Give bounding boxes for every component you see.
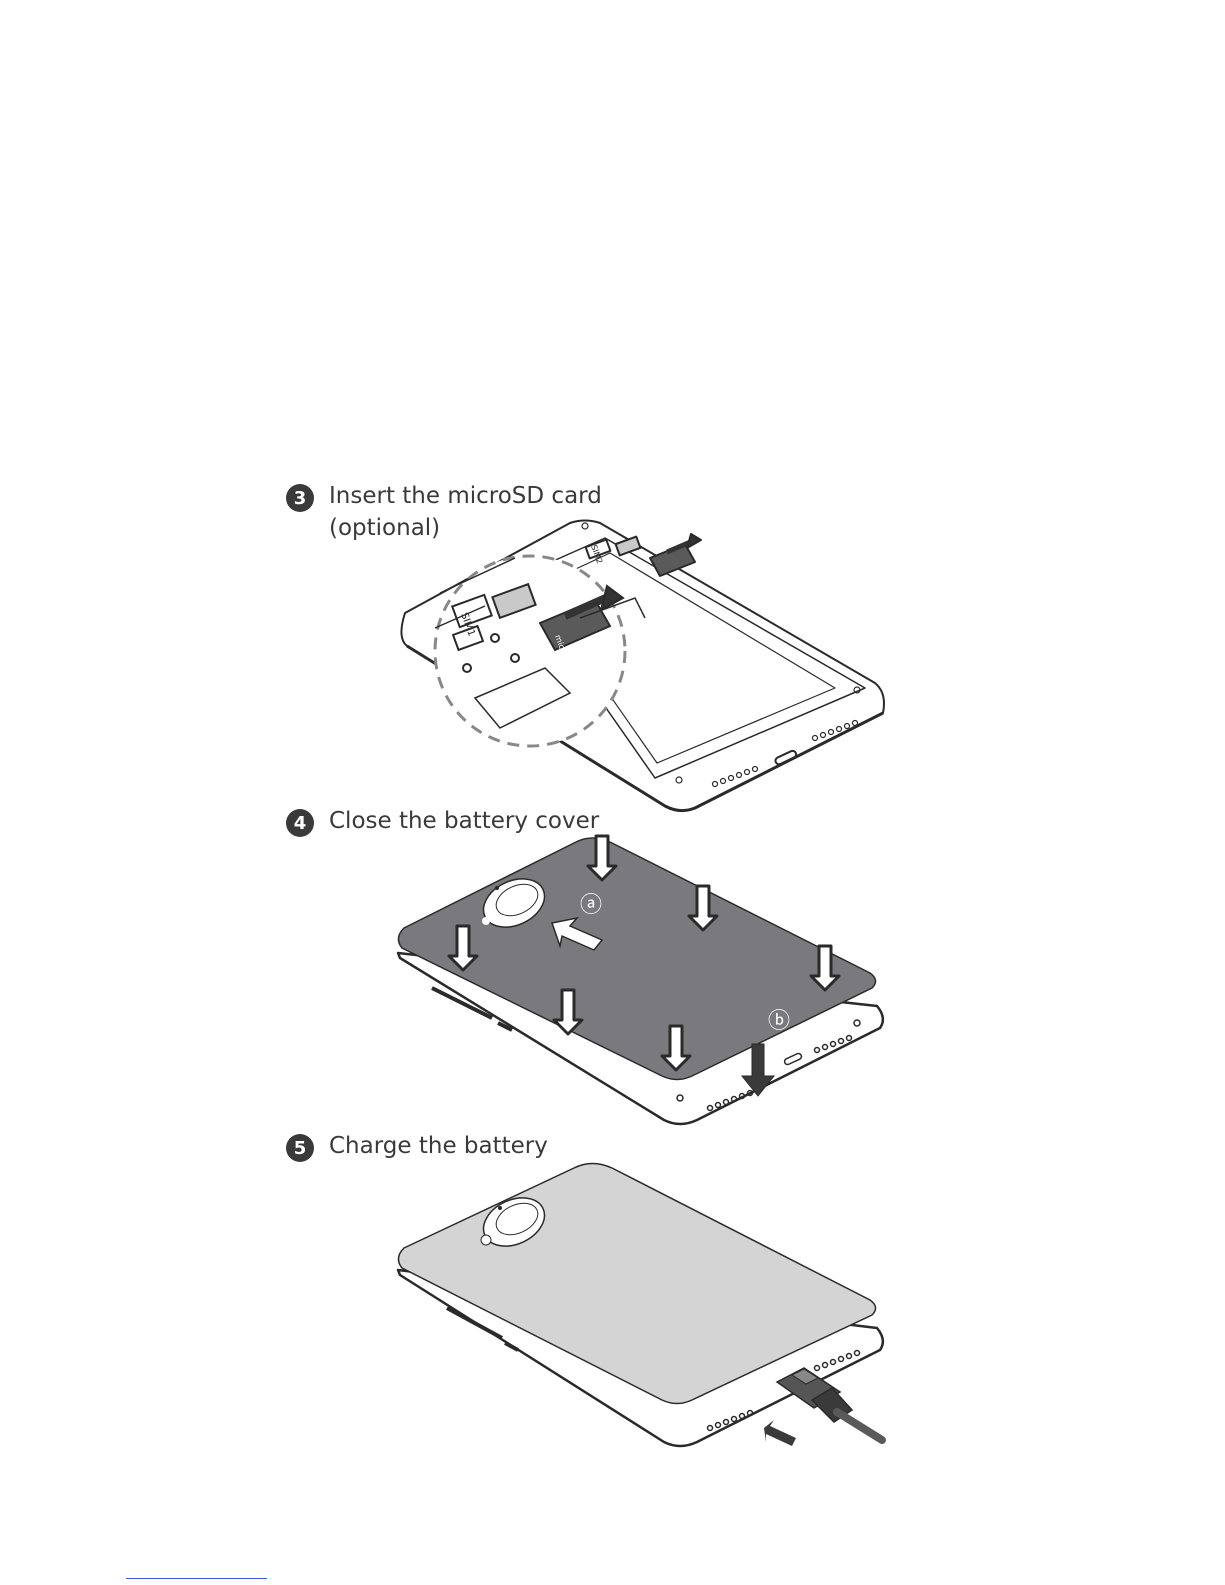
step-3-line-1: Insert the microSD card xyxy=(329,480,602,512)
step-number-badge: 5 xyxy=(286,1134,314,1162)
microsd-insert-illustration: SIM1 SIM2 micro SD xyxy=(395,518,895,813)
battery-cover-illustration: ⓐ ⓑ xyxy=(392,828,892,1133)
charging-illustration xyxy=(392,1160,892,1460)
marker-b-label: ⓑ xyxy=(768,1009,790,1034)
step-5-text: Charge the battery xyxy=(329,1130,548,1162)
step-5-line-1: Charge the battery xyxy=(329,1130,548,1162)
step-number-badge: 4 xyxy=(286,809,314,837)
step-number-badge: 3 xyxy=(286,484,314,512)
step-5-heading: 5 Charge the battery xyxy=(286,1130,548,1162)
marker-a-label: ⓐ xyxy=(580,893,602,918)
footer-divider xyxy=(126,1578,267,1579)
